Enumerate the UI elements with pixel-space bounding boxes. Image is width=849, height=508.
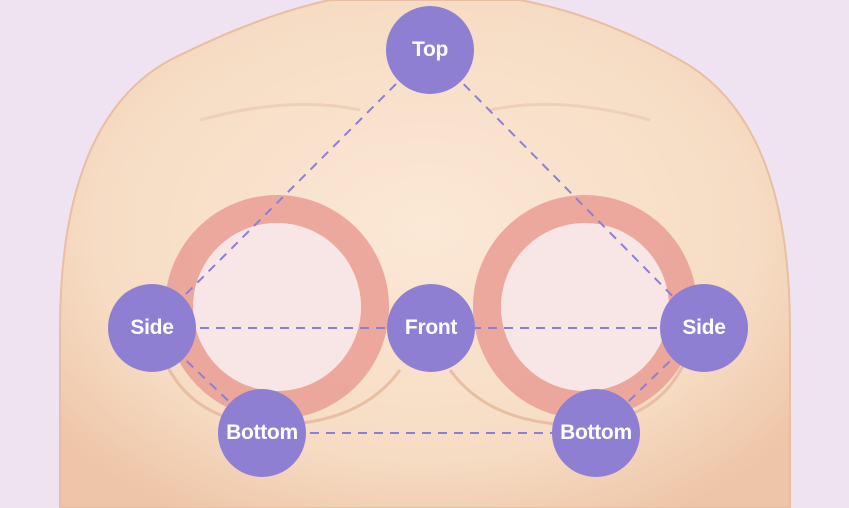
node-top-label: Top xyxy=(411,38,449,61)
node-side-right-label: Side xyxy=(682,316,726,339)
node-bottom-left-label: Bottom xyxy=(226,421,298,444)
node-bottom-right-label: Bottom xyxy=(560,421,632,444)
clavicle-right xyxy=(489,102,651,122)
node-side-right: Side xyxy=(660,284,748,372)
left-inner-disc xyxy=(193,223,361,391)
node-front-label: Front xyxy=(404,316,458,339)
right-inner-disc xyxy=(501,223,669,391)
connector-top-to-side-right xyxy=(429,49,705,329)
connector-top-to-side-left xyxy=(151,49,431,329)
node-side-left-label: Side xyxy=(130,316,174,339)
node-front: Front xyxy=(387,284,475,372)
node-bottom-right: Bottom xyxy=(552,389,640,477)
node-top: Top xyxy=(386,6,474,94)
clavicle-left xyxy=(199,102,361,122)
node-side-left: Side xyxy=(108,284,196,372)
node-bottom-left: Bottom xyxy=(218,389,306,477)
